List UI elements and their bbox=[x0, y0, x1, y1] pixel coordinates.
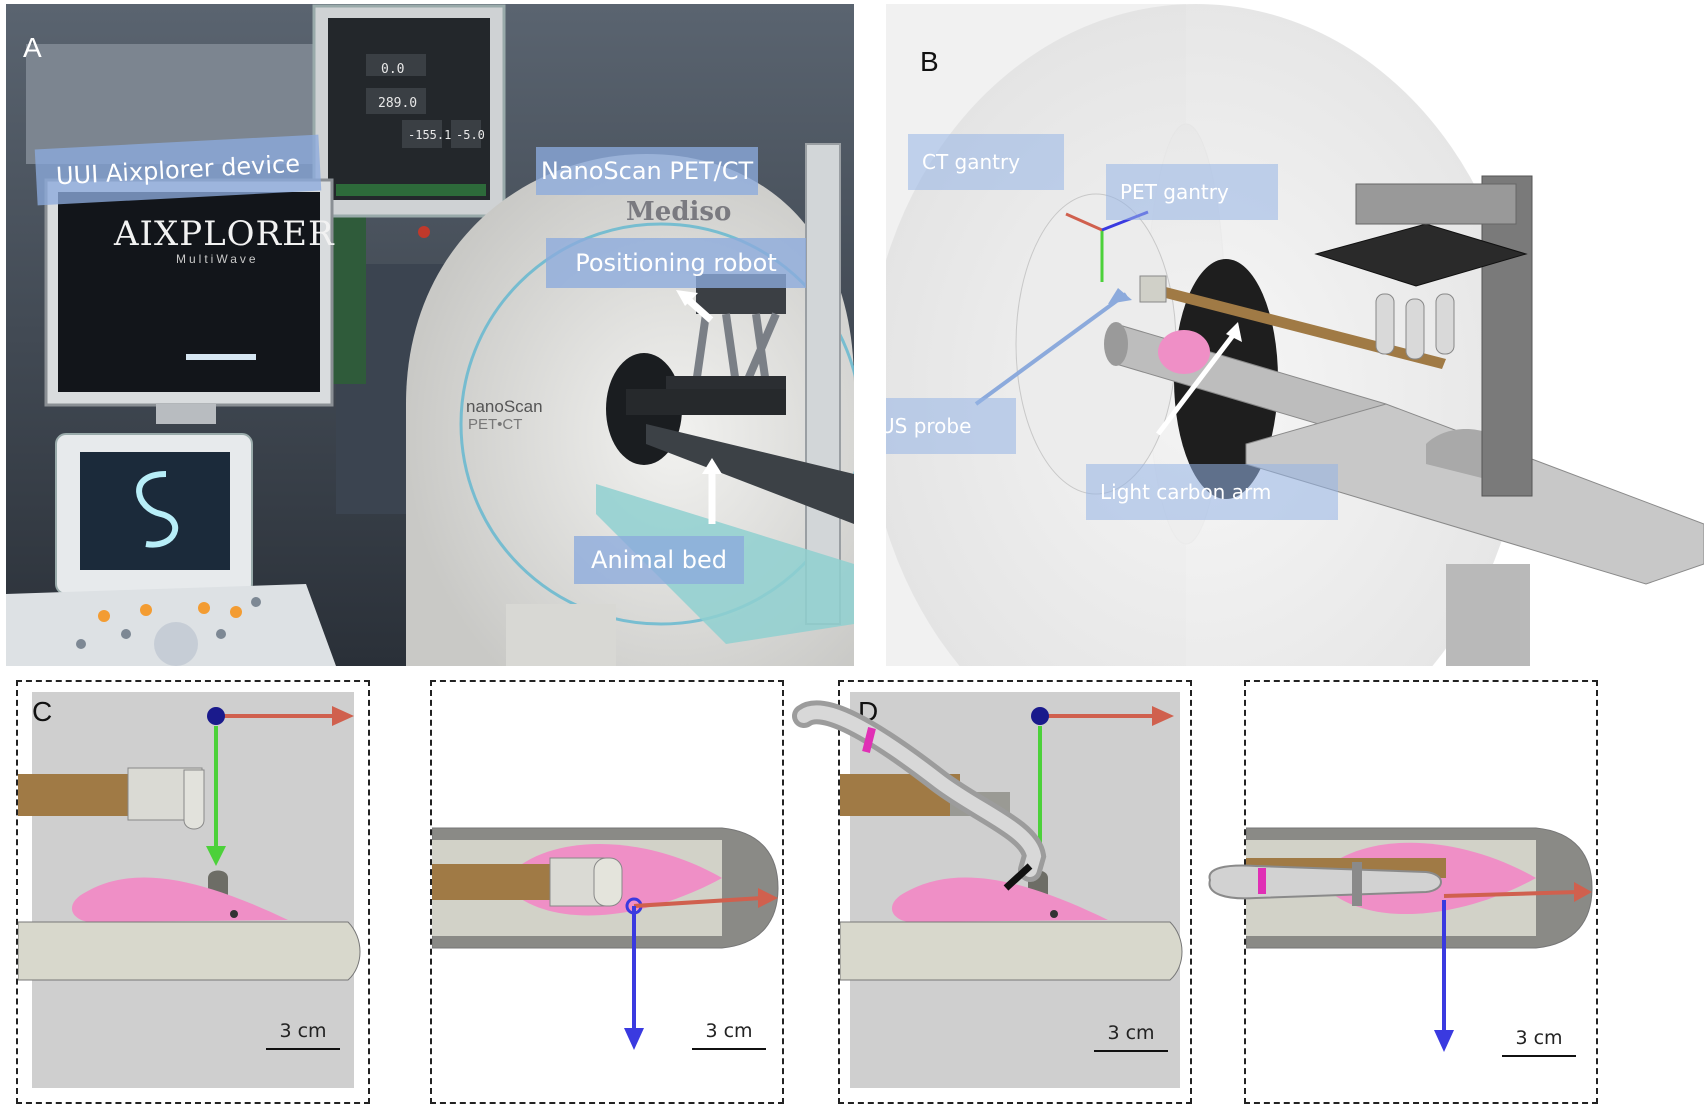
panel-c-side-view: C 3 cm bbox=[16, 680, 370, 1104]
axis-origin bbox=[207, 707, 225, 725]
scanner-model-text-2: PET•CT bbox=[468, 416, 523, 433]
carbon-arm-3d bbox=[1150, 284, 1446, 369]
pet-gantry-label: PET gantry bbox=[1106, 164, 1278, 220]
ultrasound-console bbox=[6, 433, 336, 666]
panel-a-letter: A bbox=[23, 32, 42, 63]
ct-gantry-label: CT gantry bbox=[908, 134, 1064, 190]
scale-bar-d-left: 3 cm bbox=[1094, 1022, 1168, 1052]
panel-b-letter: B bbox=[920, 46, 939, 77]
aixplorer-sub-text: MultiWave bbox=[176, 252, 259, 266]
us-probe-pointer bbox=[974, 292, 1128, 406]
scanner-model-text-1: nanoScan bbox=[466, 397, 543, 416]
positioning-robot-label: Positioning robot bbox=[546, 238, 806, 288]
us-probe-label: US probe bbox=[886, 398, 1016, 454]
panel-b-scene bbox=[886, 4, 1704, 666]
animal-bed-label: Animal bed bbox=[574, 536, 744, 584]
panel-c-letter: C bbox=[32, 696, 53, 727]
readout-4: -5.0 bbox=[456, 128, 485, 142]
straight-us-probe bbox=[1208, 862, 1442, 906]
scale-label: 3 cm bbox=[1515, 1027, 1563, 1049]
animal-bed-tube bbox=[18, 921, 361, 981]
aixplorer-brand-text: AIXPLORER bbox=[114, 214, 335, 254]
panel-b-render: B CT gantry PET gantry US probe Light ca… bbox=[886, 4, 1704, 666]
scanner-brand-text: Mediso bbox=[626, 197, 732, 227]
readout-2: 289.0 bbox=[378, 96, 418, 111]
readout-3: -155.1 bbox=[408, 128, 452, 142]
nanoscan-label: NanoScan PET/CT bbox=[536, 147, 758, 195]
light-carbon-arm-label: Light carbon arm bbox=[1086, 464, 1338, 520]
control-monitor bbox=[312, 4, 506, 238]
mouse-3d bbox=[1158, 330, 1210, 374]
curved-us-probe bbox=[792, 700, 1047, 891]
positioning-robot bbox=[626, 143, 841, 625]
panel-a-photo: A AIXPLORER MultiWave Mediso nanoScan PE… bbox=[6, 4, 854, 666]
scale-bar-c-left: 3 cm bbox=[266, 1020, 340, 1050]
scale-label: 3 cm bbox=[279, 1020, 327, 1042]
carbon-arm-pointer bbox=[1156, 332, 1236, 436]
carbon-arm bbox=[18, 774, 138, 816]
panel-d-side-view: D 3 cm bbox=[838, 680, 1192, 1104]
panel-c-top-view: 3 cm bbox=[430, 680, 784, 1104]
aixplorer-monitor bbox=[44, 178, 334, 424]
readout-1: 0.0 bbox=[381, 62, 405, 77]
scale-label: 3 cm bbox=[1107, 1022, 1155, 1044]
scale-label: 3 cm bbox=[705, 1020, 753, 1042]
panel-a-scene bbox=[6, 4, 854, 666]
scale-bar-d-right: 3 cm bbox=[1502, 1027, 1576, 1057]
scale-bar-c-right: 3 cm bbox=[692, 1020, 766, 1050]
